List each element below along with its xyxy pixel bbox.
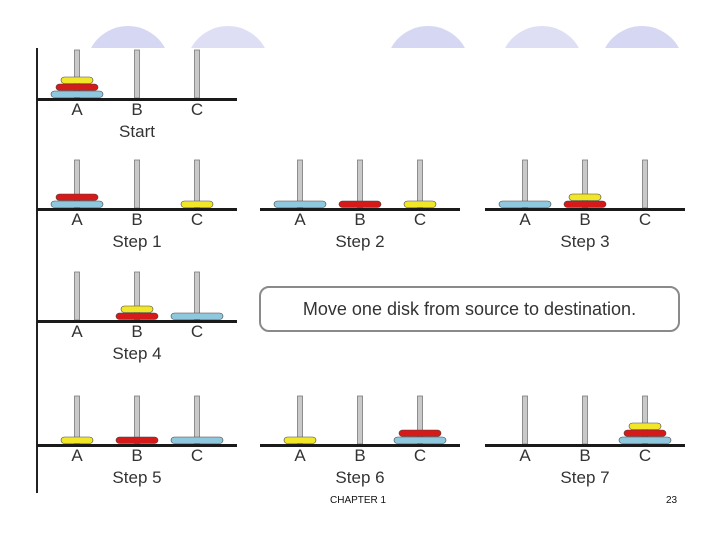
peg-label-a: A <box>519 446 531 465</box>
base-line <box>260 208 460 211</box>
panel-step1: A B C Step 1 <box>37 150 237 260</box>
base-line <box>37 98 237 101</box>
peg-label-c: C <box>638 210 652 229</box>
panel-step6: A B C Step 6 <box>260 386 460 496</box>
disk-medium <box>55 83 99 91</box>
peg-label-a: A <box>71 210 83 229</box>
peg-label-a: A <box>71 322 83 341</box>
peg-label-b: B <box>579 210 591 229</box>
step-label: Start <box>119 122 155 141</box>
caption-box: Move one disk from source to destination… <box>259 286 680 332</box>
disk-medium <box>115 436 159 444</box>
panel-start: A B C Start <box>37 40 237 150</box>
panel-step7: A B C Step 7 <box>485 386 685 496</box>
peg-label-b: B <box>354 210 366 229</box>
base-line <box>485 444 685 447</box>
left-divider <box>36 48 38 493</box>
base-line <box>37 320 237 323</box>
peg-label-b: B <box>131 322 143 341</box>
peg-label-c: C <box>190 100 204 119</box>
peg-label-c: C <box>638 446 652 465</box>
disk-medium <box>55 193 99 201</box>
peg-label-a: A <box>71 100 83 119</box>
disk-large <box>273 200 327 208</box>
step-label: Step 5 <box>112 468 162 487</box>
disk-small <box>60 76 94 84</box>
peg-a <box>522 395 528 445</box>
peg-c <box>642 159 648 209</box>
disk-medium <box>338 200 382 208</box>
disk-large <box>393 436 447 444</box>
peg-label-b: B <box>131 446 143 465</box>
disk-small <box>60 436 94 444</box>
disk-small <box>283 436 317 444</box>
decor-mask <box>0 48 720 80</box>
tower-drawing <box>37 271 237 323</box>
footer-chapter: CHAPTER 1 <box>330 495 387 506</box>
footer-page-number: 23 <box>666 495 678 506</box>
disk-large <box>170 312 224 320</box>
peg-b <box>134 159 140 209</box>
disk-small <box>403 200 437 208</box>
disk-medium <box>623 429 667 437</box>
peg-b <box>357 395 363 445</box>
peg-label-b: B <box>131 210 143 229</box>
tower-drawing <box>260 395 460 447</box>
panel-step2: A B C Step 2 <box>260 150 460 260</box>
tower-drawing <box>485 395 685 447</box>
tower-drawing <box>485 159 685 211</box>
peg-label-a: A <box>294 210 306 229</box>
disk-small <box>180 200 214 208</box>
disk-large <box>50 200 104 208</box>
step-label: Step 3 <box>560 232 610 251</box>
disk-small <box>120 305 154 313</box>
disk-large <box>50 90 104 98</box>
disk-large <box>618 436 672 444</box>
peg-label-c: C <box>190 210 204 229</box>
peg-label-b: B <box>579 446 591 465</box>
step-label: Step 7 <box>560 468 610 487</box>
peg-c <box>194 49 200 99</box>
peg-label-a: A <box>71 446 83 465</box>
disk-large <box>170 436 224 444</box>
peg-label-c: C <box>190 322 204 341</box>
step-label: Step 4 <box>112 344 162 363</box>
step-label: Step 1 <box>112 232 162 251</box>
tower-drawing <box>37 395 237 447</box>
peg-b <box>582 395 588 445</box>
caption-text: Move one disk from source to destination… <box>302 298 637 319</box>
panel-step5: A B C Step 5 <box>37 386 237 496</box>
peg-label-c: C <box>413 446 427 465</box>
disk-large <box>498 200 552 208</box>
peg-label-c: C <box>190 446 204 465</box>
tower-drawing <box>37 49 237 101</box>
disk-medium <box>563 200 607 208</box>
panel-step3: A B C Step 3 <box>485 150 685 260</box>
disk-small <box>568 193 602 201</box>
panel-step4: A B C Step 4 <box>37 262 237 372</box>
peg-b <box>134 49 140 99</box>
tower-drawing <box>37 159 237 211</box>
base-line <box>260 444 460 447</box>
peg-label-a: A <box>519 210 531 229</box>
step-label: Step 6 <box>335 468 385 487</box>
peg-label-a: A <box>294 446 306 465</box>
base-line <box>37 208 237 211</box>
step-label: Step 2 <box>335 232 385 251</box>
disk-small <box>628 422 662 430</box>
peg-label-c: C <box>413 210 427 229</box>
peg-label-b: B <box>131 100 143 119</box>
base-line <box>37 444 237 447</box>
base-line <box>485 208 685 211</box>
peg-a <box>74 271 80 321</box>
disk-medium <box>398 429 442 437</box>
tower-drawing <box>260 159 460 211</box>
header-decoration <box>0 26 720 80</box>
disk-medium <box>115 312 159 320</box>
peg-label-b: B <box>354 446 366 465</box>
